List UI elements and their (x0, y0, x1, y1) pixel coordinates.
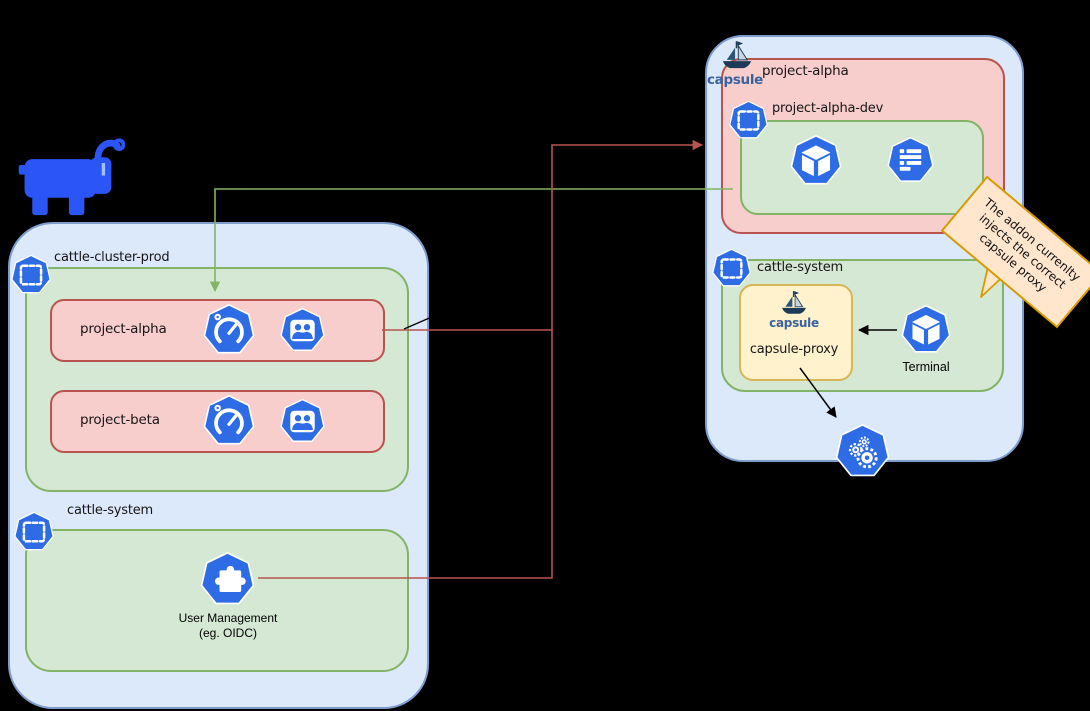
users-group-icon-beta (279, 398, 326, 445)
capsule-proxy-ship-logo (777, 290, 811, 317)
terminal-cube-icon (900, 304, 952, 356)
project-alpha-dev-label: project-alpha-dev (772, 101, 884, 116)
left-cattle-system-label: cattle-system (67, 503, 154, 518)
terminal-label: Terminal (902, 360, 950, 374)
rancher-cow-logo (8, 136, 126, 218)
capsule-ship-logo (716, 40, 758, 72)
user-management-caption: User Management (eg. OIDC) (153, 611, 303, 641)
namespace-icon-left-system (13, 511, 55, 553)
gauge-limitrange-icon-alpha (202, 303, 256, 357)
user-management-line2: (eg. OIDC) (198, 626, 257, 640)
project-beta-label: project-beta (80, 412, 160, 428)
manifest-list-icon (886, 136, 935, 185)
capsule-wordmark: capsule (706, 72, 764, 88)
project-alpha-label: project-alpha (80, 321, 167, 337)
capsule-proxy-label: capsule-proxy (749, 342, 839, 357)
namespace-icon-tenant-dev (728, 100, 769, 141)
users-group-icon-alpha (279, 307, 326, 354)
namespace-icon-left-cluster (10, 254, 52, 296)
gears-controller-icon (834, 423, 891, 480)
capsule-proxy-wordmark: capsule (769, 316, 819, 330)
right-cattle-system-label: cattle-system (757, 260, 844, 275)
namespace-icon-right-system (711, 248, 752, 289)
capsule-proxy-box (739, 284, 853, 381)
user-management-line1: User Management (178, 611, 278, 625)
left-cluster-label: cattle-cluster-prod (54, 250, 170, 265)
project-alpha-dev-box (740, 120, 984, 215)
gauge-limitrange-icon-beta (202, 394, 256, 448)
puzzle-addon-icon (199, 551, 256, 608)
tenant-project-alpha-label: project-alpha (762, 63, 849, 79)
pod-cube-icon (789, 134, 843, 188)
